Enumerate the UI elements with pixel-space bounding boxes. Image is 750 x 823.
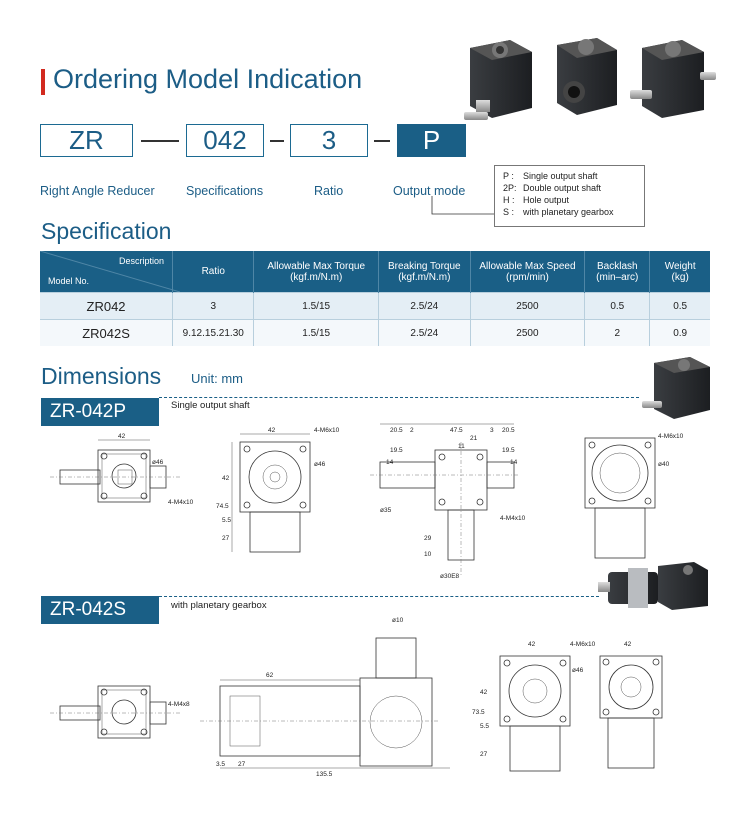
table-row: ZR042 3 1.5/15 2.5/24 2500 0.5 0.5: [40, 292, 710, 320]
svg-text:ø40: ø40: [658, 461, 670, 468]
code-output-box: P: [397, 124, 466, 157]
svg-text:27: 27: [238, 761, 246, 768]
header-backlash: Backlash(min–arc): [584, 251, 651, 293]
svg-text:42: 42: [480, 689, 488, 696]
svg-text:ø46: ø46: [572, 667, 584, 674]
header-max-torque: Allowable Max Torque(kgf.m/N.m): [253, 251, 379, 293]
s-front-view: 42 ø46 42 73.5 5.5 27: [472, 641, 584, 772]
ordering-title: Ordering Model Indication: [53, 64, 363, 94]
svg-text:ø30E8: ø30E8: [440, 573, 460, 580]
legend-row: H :Hole output: [503, 195, 570, 205]
svg-text:5.5: 5.5: [480, 723, 489, 730]
label-right-angle-reducer: Right Angle Reducer: [40, 184, 155, 198]
svg-text:29: 29: [424, 535, 432, 542]
code-dash: [270, 140, 284, 142]
output-mode-legend: P :Single output shaft 2P:Double output …: [494, 165, 645, 227]
s-side-section: 62 ø10 3.5 27 135.5: [200, 617, 450, 778]
svg-text:73.5: 73.5: [472, 709, 485, 716]
gearbox-photo-1: [464, 40, 532, 120]
label-ratio: Ratio: [314, 184, 344, 198]
p-section-view: 73 20.5 2 47.5 3 20.5 21 11 19.5 19.5 14…: [370, 422, 526, 580]
legend-connector: [431, 196, 494, 215]
tag-divider: [159, 397, 639, 398]
svg-text:62: 62: [266, 672, 274, 679]
p-side-view: 42 ø46 4-M4x10: [50, 433, 194, 506]
drawing-zr-042s: 4-M4x8 62 ø10 3.5 27 135.5 42 ø46 42 73.…: [50, 617, 663, 778]
label-specifications: Specifications: [186, 184, 264, 198]
specification-title: Specification: [41, 218, 172, 244]
svg-text:73: 73: [444, 422, 452, 423]
code-spec-box: 042: [186, 124, 264, 157]
svg-text:3.5: 3.5: [216, 761, 225, 768]
svg-text:74.5: 74.5: [216, 503, 229, 510]
svg-text:20.5: 20.5: [390, 427, 403, 434]
svg-text:42: 42: [268, 427, 276, 434]
svg-text:42: 42: [624, 641, 632, 648]
note-single-output: Single output shaft: [171, 400, 250, 411]
s-end-view: 42 4-M6x10: [570, 641, 663, 769]
svg-text:ø10: ø10: [392, 617, 404, 624]
header-ratio: Ratio: [172, 251, 255, 293]
svg-text:4-M6x10: 4-M6x10: [658, 433, 684, 440]
header-breaking-torque: Breaking Torque(kgf.m/N.m): [378, 251, 471, 293]
product-photos: [464, 38, 716, 120]
code-series-box: ZR: [40, 124, 133, 157]
svg-text:42: 42: [528, 641, 536, 648]
svg-text:135.5: 135.5: [316, 771, 333, 778]
svg-text:4-M6x10: 4-M6x10: [570, 641, 596, 648]
svg-text:19.5: 19.5: [390, 447, 403, 454]
specification-table: Description Model No. Ratio Allowable Ma…: [40, 251, 710, 346]
svg-text:21: 21: [470, 435, 478, 442]
dimensions-title: Dimensions: [41, 363, 162, 389]
svg-text:10: 10: [424, 551, 432, 558]
p-front-view: 42 ø46 4-M6x10 42 74.5 5.5 27: [216, 427, 340, 553]
legend-row: S :with planetary gearbox: [503, 207, 614, 217]
p-end-view: 4-M6x10 ø40: [584, 433, 684, 559]
note-planetary: with planetary gearbox: [171, 600, 267, 611]
svg-text:ø46: ø46: [152, 459, 164, 466]
code-dash: [141, 140, 179, 142]
table-row: ZR042S 9.12.15.21.30 1.5/15 2.5/24 2500 …: [40, 319, 710, 346]
s-side-view: 4-M4x8: [50, 685, 190, 739]
code-dash: [374, 140, 390, 142]
code-ratio-box: 3: [290, 124, 368, 157]
unit-label: Unit: mm: [191, 371, 243, 386]
label-output-mode: Output mode: [393, 184, 466, 198]
header-corner: Description Model No.: [40, 251, 180, 293]
svg-text:5.5: 5.5: [222, 517, 231, 524]
svg-text:4-M4x10: 4-M4x10: [500, 515, 526, 522]
svg-text:14: 14: [386, 459, 394, 466]
tag-zr-042p: ZR-042P: [41, 398, 159, 426]
svg-text:11: 11: [458, 443, 465, 450]
legend-row: P :Single output shaft: [503, 171, 598, 181]
svg-text:4-M4x8: 4-M4x8: [168, 701, 190, 708]
gearbox-photo-2: [557, 38, 617, 115]
svg-text:42: 42: [118, 433, 126, 440]
legend-row: 2P:Double output shaft: [503, 183, 602, 193]
header-max-speed: Allowable Max Speed(rpm/min): [470, 251, 586, 293]
gearbox-photo-s: [598, 562, 708, 610]
gearbox-photo-3: [630, 40, 716, 118]
svg-text:ø35: ø35: [380, 507, 392, 514]
tag-zr-042s: ZR-042S: [41, 596, 159, 624]
svg-text:4-M4x10: 4-M4x10: [168, 499, 194, 506]
gearbox-photo-p: [642, 357, 710, 419]
drawing-zr-042p: 42 ø46 4-M4x10 42 ø46 4-M6x10 42 74.5 5.…: [50, 422, 684, 580]
svg-text:3: 3: [490, 427, 494, 434]
svg-text:ø46: ø46: [314, 461, 326, 468]
header-weight: Weight(kg): [649, 251, 710, 293]
svg-text:42: 42: [222, 475, 230, 482]
tag-divider: [159, 596, 599, 597]
svg-text:2: 2: [410, 427, 414, 434]
table-header-row: Description Model No. Ratio Allowable Ma…: [40, 251, 710, 293]
svg-text:4-M6x10: 4-M6x10: [314, 427, 340, 434]
svg-text:20.5: 20.5: [502, 427, 515, 434]
title-accent-bar: [41, 69, 45, 95]
svg-text:19.5: 19.5: [502, 447, 515, 454]
svg-text:27: 27: [480, 751, 488, 758]
svg-text:27: 27: [222, 535, 230, 542]
svg-text:47.5: 47.5: [450, 427, 463, 434]
